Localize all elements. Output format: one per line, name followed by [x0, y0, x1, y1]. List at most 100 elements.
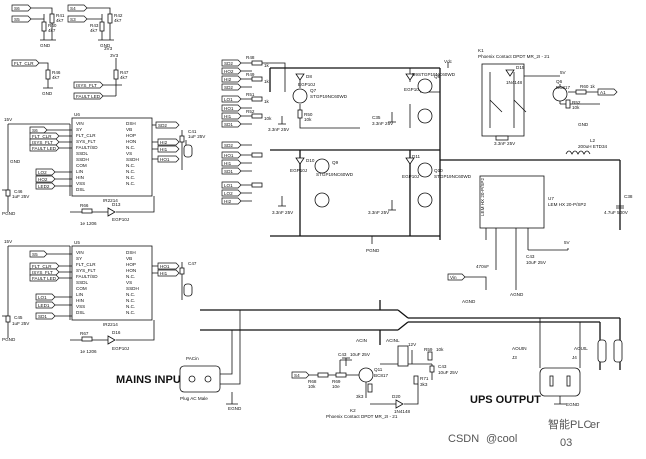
mains-and-output: ACINL ACIN MAINS INPUT PACin Plug AC Mal…	[116, 300, 623, 419]
r41-ref: R41	[56, 13, 65, 18]
net-flag-u6-sd2	[155, 121, 180, 129]
q7-part: STGP19NC60WD	[310, 94, 348, 99]
connector-u5-out	[183, 283, 193, 297]
u6-pin-r10: N.C.	[126, 181, 135, 186]
d16-ref: D16	[112, 330, 121, 335]
net-flag-u6-ho1	[157, 155, 180, 163]
relay-k2-coil	[397, 345, 409, 367]
r51-ref: R51	[246, 92, 255, 97]
u5-left-pins: VIN SY FLT_CLR SYS_FLT FAULT/SD SSDL COM…	[76, 250, 98, 315]
u6-pin-l11: DSL	[76, 187, 85, 192]
mains-input-title: MAINS INPUT	[116, 374, 188, 386]
plug-label: Plug AC Male	[180, 396, 208, 401]
agnd-1: AGND	[462, 299, 476, 304]
resistor-r43	[99, 21, 105, 32]
c38-val: 4.7uF 500V	[604, 210, 629, 215]
d9-ref: D9	[412, 72, 418, 77]
u7-ref: U7	[548, 196, 554, 201]
q9-ref: Q9	[332, 160, 339, 165]
r-snub-val: 3.3nF 25V	[494, 141, 516, 146]
q9-part: STGP19NC60WD	[316, 172, 354, 177]
u5-pin-l4: FAULT/SD	[76, 274, 98, 279]
d11-ref: D11	[412, 154, 421, 159]
br-net-ho1: HO1	[224, 106, 234, 111]
u6-pin-r4: N.C.	[126, 145, 135, 150]
ic-u5	[71, 245, 153, 321]
diode-d15	[505, 69, 515, 77]
c45-ref: C45	[14, 315, 23, 320]
u5-net-lo1: LO1	[38, 295, 47, 300]
pgnd-bridge: PGND	[366, 248, 380, 253]
c41-val: 1uF 25V	[188, 134, 206, 139]
u6-net-hi2: HI2	[160, 140, 168, 145]
u6-net-isys: ISYS_FLT	[32, 140, 53, 145]
u6-gnd: GND	[10, 159, 21, 164]
net-flag-lo1-a	[221, 95, 242, 103]
r66-val: 1e 1206	[80, 221, 97, 226]
connector-u6-out	[183, 144, 193, 158]
igbt-q8	[417, 78, 433, 94]
r52-val: 10k	[264, 116, 272, 121]
q10-part: STGP19NC60WD	[434, 174, 472, 179]
u6-pin-r7: N.C.	[126, 163, 135, 168]
net-flag-u6-led2	[35, 182, 56, 190]
net-5v-k1: 5V	[560, 70, 567, 75]
d8-ref: D8	[306, 74, 312, 79]
fault-nets: FLT_CLR R46 4k7 GND 3V3 ISYS_FLT FAULT L…	[11, 53, 129, 100]
watermark-cool: @cool	[486, 433, 517, 445]
d20-part: 1N4148	[394, 409, 411, 414]
u6-pin-r1: VB	[126, 127, 132, 132]
s-input-pullups: S6 S5 S4 S3 R41 4k7 R40 4k7 R42 4k7 R43 …	[11, 4, 123, 51]
resistor-r50	[297, 109, 303, 119]
net-flag-s4	[67, 4, 88, 12]
gnd-q6: GND	[578, 122, 589, 127]
c38-ref: C38	[624, 194, 633, 199]
net-fault-led: FAULT LED	[76, 94, 101, 99]
net-flag-u6-fault	[29, 144, 60, 152]
igbt-q9	[314, 158, 330, 174]
net-flag-u5-s5	[29, 250, 48, 258]
diode-d20	[395, 399, 404, 409]
r68-val: 10k	[436, 347, 444, 352]
br-net-lo2b: LO2	[224, 191, 233, 196]
r50-val: 10k	[304, 117, 312, 122]
c45-val: 1uF 25V	[12, 321, 30, 326]
net-flag-u5-hi1	[157, 269, 180, 277]
k2-net-s4: S4	[294, 373, 300, 378]
resistor-r40	[41, 21, 47, 32]
cap-c47	[179, 267, 185, 275]
u6-right-pins: DSH VB HOP HON N.C. VS SSDH N.C. N.C. N.…	[126, 121, 139, 186]
r51-val: 1k	[264, 99, 270, 104]
u5-pin-r1: VB	[126, 256, 132, 261]
r47-ref: R47	[120, 70, 129, 75]
u5-pin-r9: N.C.	[126, 304, 135, 309]
u5-net-isys: ISYS_FLT	[32, 270, 53, 275]
k1-part: Phoenix Contact DPDT MR_2I - 21	[478, 54, 550, 59]
u6-net-hi1: HI1	[160, 147, 168, 152]
br-net-hi2b: HI2	[224, 199, 232, 204]
r72-val: 3k3	[420, 382, 428, 387]
u6-net-led2: LED2	[38, 184, 50, 189]
resistor-r52	[251, 113, 263, 119]
c43-val: 10uF 25V	[438, 370, 459, 375]
igbt-q8b	[417, 108, 433, 124]
u5-pin-l1: SY	[76, 256, 82, 261]
u6-pin-r5: VS	[126, 151, 132, 156]
net-5v-lem: 5V	[564, 240, 571, 245]
resistor-r46	[45, 69, 51, 80]
d10-ref: D10	[306, 158, 315, 163]
net-flag-u6-flt	[29, 132, 60, 140]
r48-val: 1k	[264, 63, 270, 68]
u7-part: LEM HX 20-P/SP2	[548, 202, 586, 207]
output-stage: K1 Phoenix Contact DPDT MR_2I - 21 D15 1…	[439, 48, 633, 304]
resistor-r66	[81, 208, 93, 214]
net-flag-s4-k2	[291, 371, 310, 379]
br-net-hi1b: HI1	[224, 161, 232, 166]
d8-part: EGP10J	[298, 82, 315, 87]
r42-val: 4k7	[114, 18, 122, 23]
c41-ref: C41	[188, 129, 197, 134]
r50-ref: R50	[304, 112, 313, 117]
watermark-03: 03	[560, 437, 572, 449]
igbt-q7	[292, 88, 308, 104]
agnd-2: AGND	[510, 292, 524, 297]
